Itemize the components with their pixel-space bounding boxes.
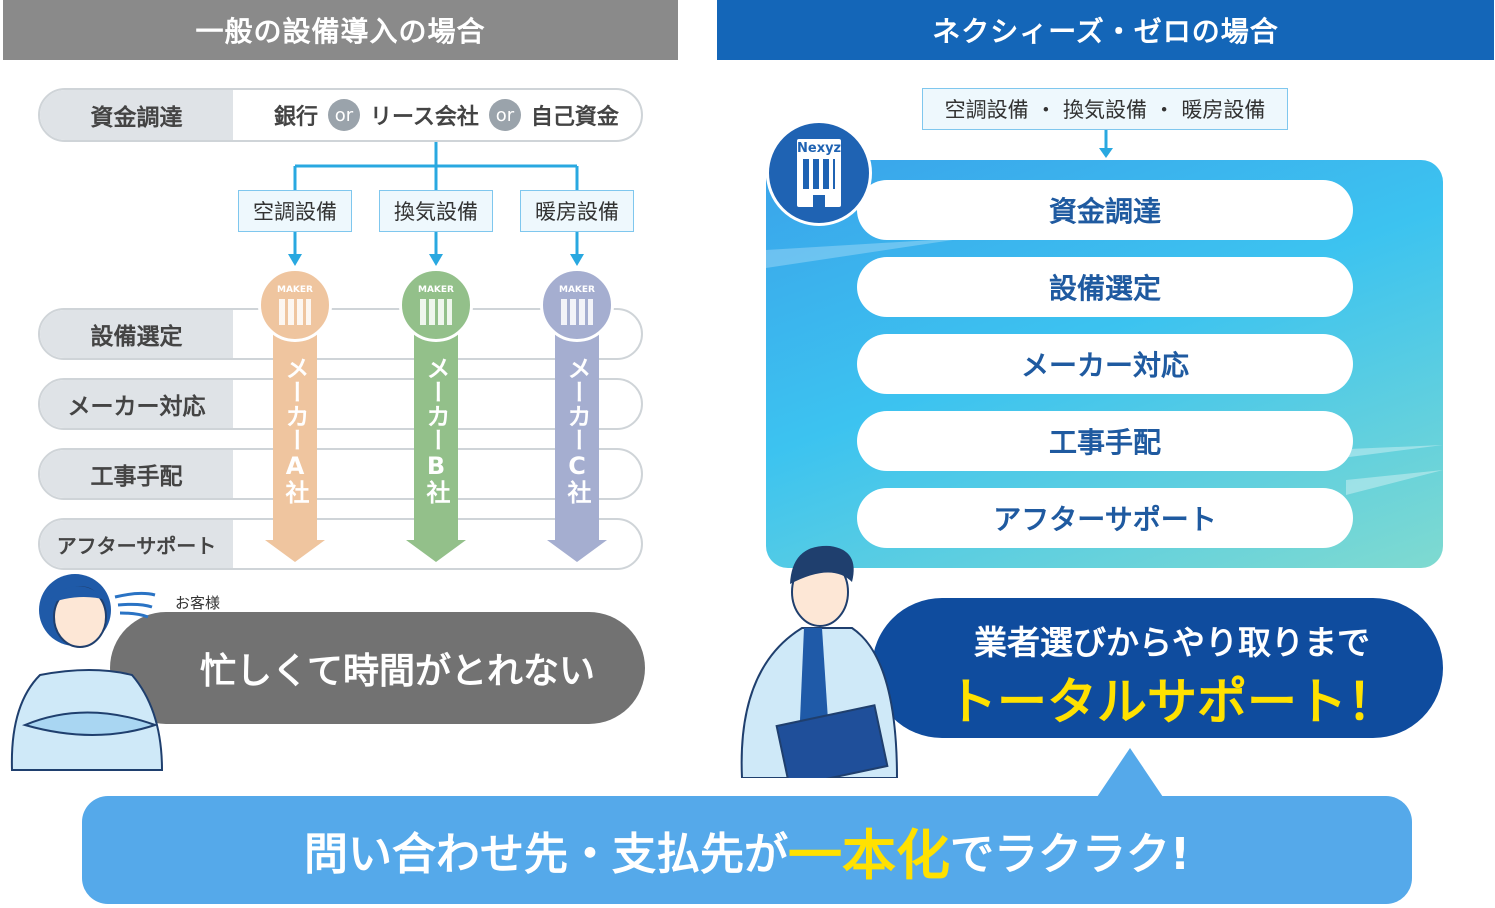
- right-header: ネクシィーズ・ゼロの場合: [717, 0, 1494, 60]
- funding-bank: 銀行: [274, 105, 319, 130]
- category-heating: 暖房設備: [520, 190, 634, 232]
- funding-self: 自己資金: [530, 105, 619, 130]
- service-equipment-selection: 設備選定: [857, 257, 1353, 317]
- building-body: Nexyz: [797, 139, 841, 207]
- funding-label: 資金調達: [40, 90, 233, 140]
- service-construction: 工事手配: [857, 411, 1353, 471]
- client-label: お客様: [175, 594, 221, 612]
- maker-b-windows: [420, 299, 452, 325]
- nexyz-building-icon: Nexyz: [766, 120, 872, 226]
- funding-lease: リース会社: [370, 105, 479, 130]
- panel-streaks: [766, 238, 1443, 495]
- support-line-1: 業者選びからやり取りまで: [974, 623, 1370, 662]
- category-aircon: 空調設備: [238, 190, 352, 232]
- building-windows: [803, 159, 835, 189]
- maker-b-label: メーカーB社: [422, 356, 450, 504]
- busy-bubble: 忙しくて時間がとれない: [110, 612, 645, 724]
- maker-a-building-icon: MAKER: [258, 268, 332, 342]
- row-maker-handling: メーカー対応: [38, 378, 643, 430]
- service-funding: 資金調達: [857, 180, 1353, 240]
- equipment-box: 空調設備 ・ 換気設備 ・ 暖房設備: [922, 88, 1288, 130]
- row-label-equipment-selection: 設備選定: [40, 310, 233, 358]
- maker-c-label: メーカーC社: [563, 356, 591, 504]
- category-ventilation: 換気設備: [379, 190, 493, 232]
- maker-a-badge: MAKER: [277, 285, 313, 295]
- bottom-pre: 問い合わせ先・支払先が: [303, 829, 788, 880]
- maker-c-building-icon: MAKER: [540, 268, 614, 342]
- support-bubble: 業者選びからやり取りまで トータルサポート！: [872, 598, 1443, 738]
- maker-b-building-icon: MAKER: [399, 268, 473, 342]
- funding-tree-lines: [288, 142, 584, 266]
- maker-a-label: メーカーA社: [281, 356, 309, 504]
- worried-woman-icon: [10, 574, 164, 771]
- support-line-2: トータルサポート！: [947, 673, 1397, 731]
- row-label-after-support: アフターサポート: [40, 520, 233, 568]
- maker-c-windows: [561, 299, 593, 325]
- maker-b-badge: MAKER: [418, 285, 454, 295]
- left-header: 一般の設備導入の場合: [3, 0, 678, 60]
- bottom-banner: 問い合わせ先・支払先が 一本化 でラクラク!: [82, 796, 1412, 904]
- maker-b-arrow-tip: [406, 540, 466, 562]
- building-door: [813, 195, 825, 207]
- row-label-maker-handling: メーカー対応: [40, 380, 233, 428]
- or-badge-1: or: [328, 99, 361, 131]
- row-after-support: アフターサポート: [38, 518, 643, 570]
- funding-options: 銀行 or リース会社 or 自己資金: [274, 88, 619, 142]
- maker-a-windows: [279, 299, 311, 325]
- bottom-highlight: 一本化: [787, 823, 950, 887]
- row-construction: 工事手配: [38, 448, 643, 500]
- row-label-construction: 工事手配: [40, 450, 233, 498]
- funding-row: 資金調達: [38, 88, 643, 142]
- bottom-post: でラクラク!: [949, 829, 1191, 880]
- maker-c-arrow-tip: [547, 540, 607, 562]
- maker-c-badge: MAKER: [559, 285, 595, 295]
- nexyz-logo: Nexyz: [797, 141, 842, 156]
- service-maker-handling: メーカー対応: [857, 334, 1353, 394]
- equipment-arrow: [1099, 130, 1113, 158]
- bottom-callout-pointer: [1095, 748, 1165, 800]
- businessman-icon: [740, 545, 899, 778]
- maker-a-arrow-tip: [265, 540, 325, 562]
- service-after-support: アフターサポート: [857, 488, 1353, 548]
- or-badge-2: or: [488, 99, 521, 131]
